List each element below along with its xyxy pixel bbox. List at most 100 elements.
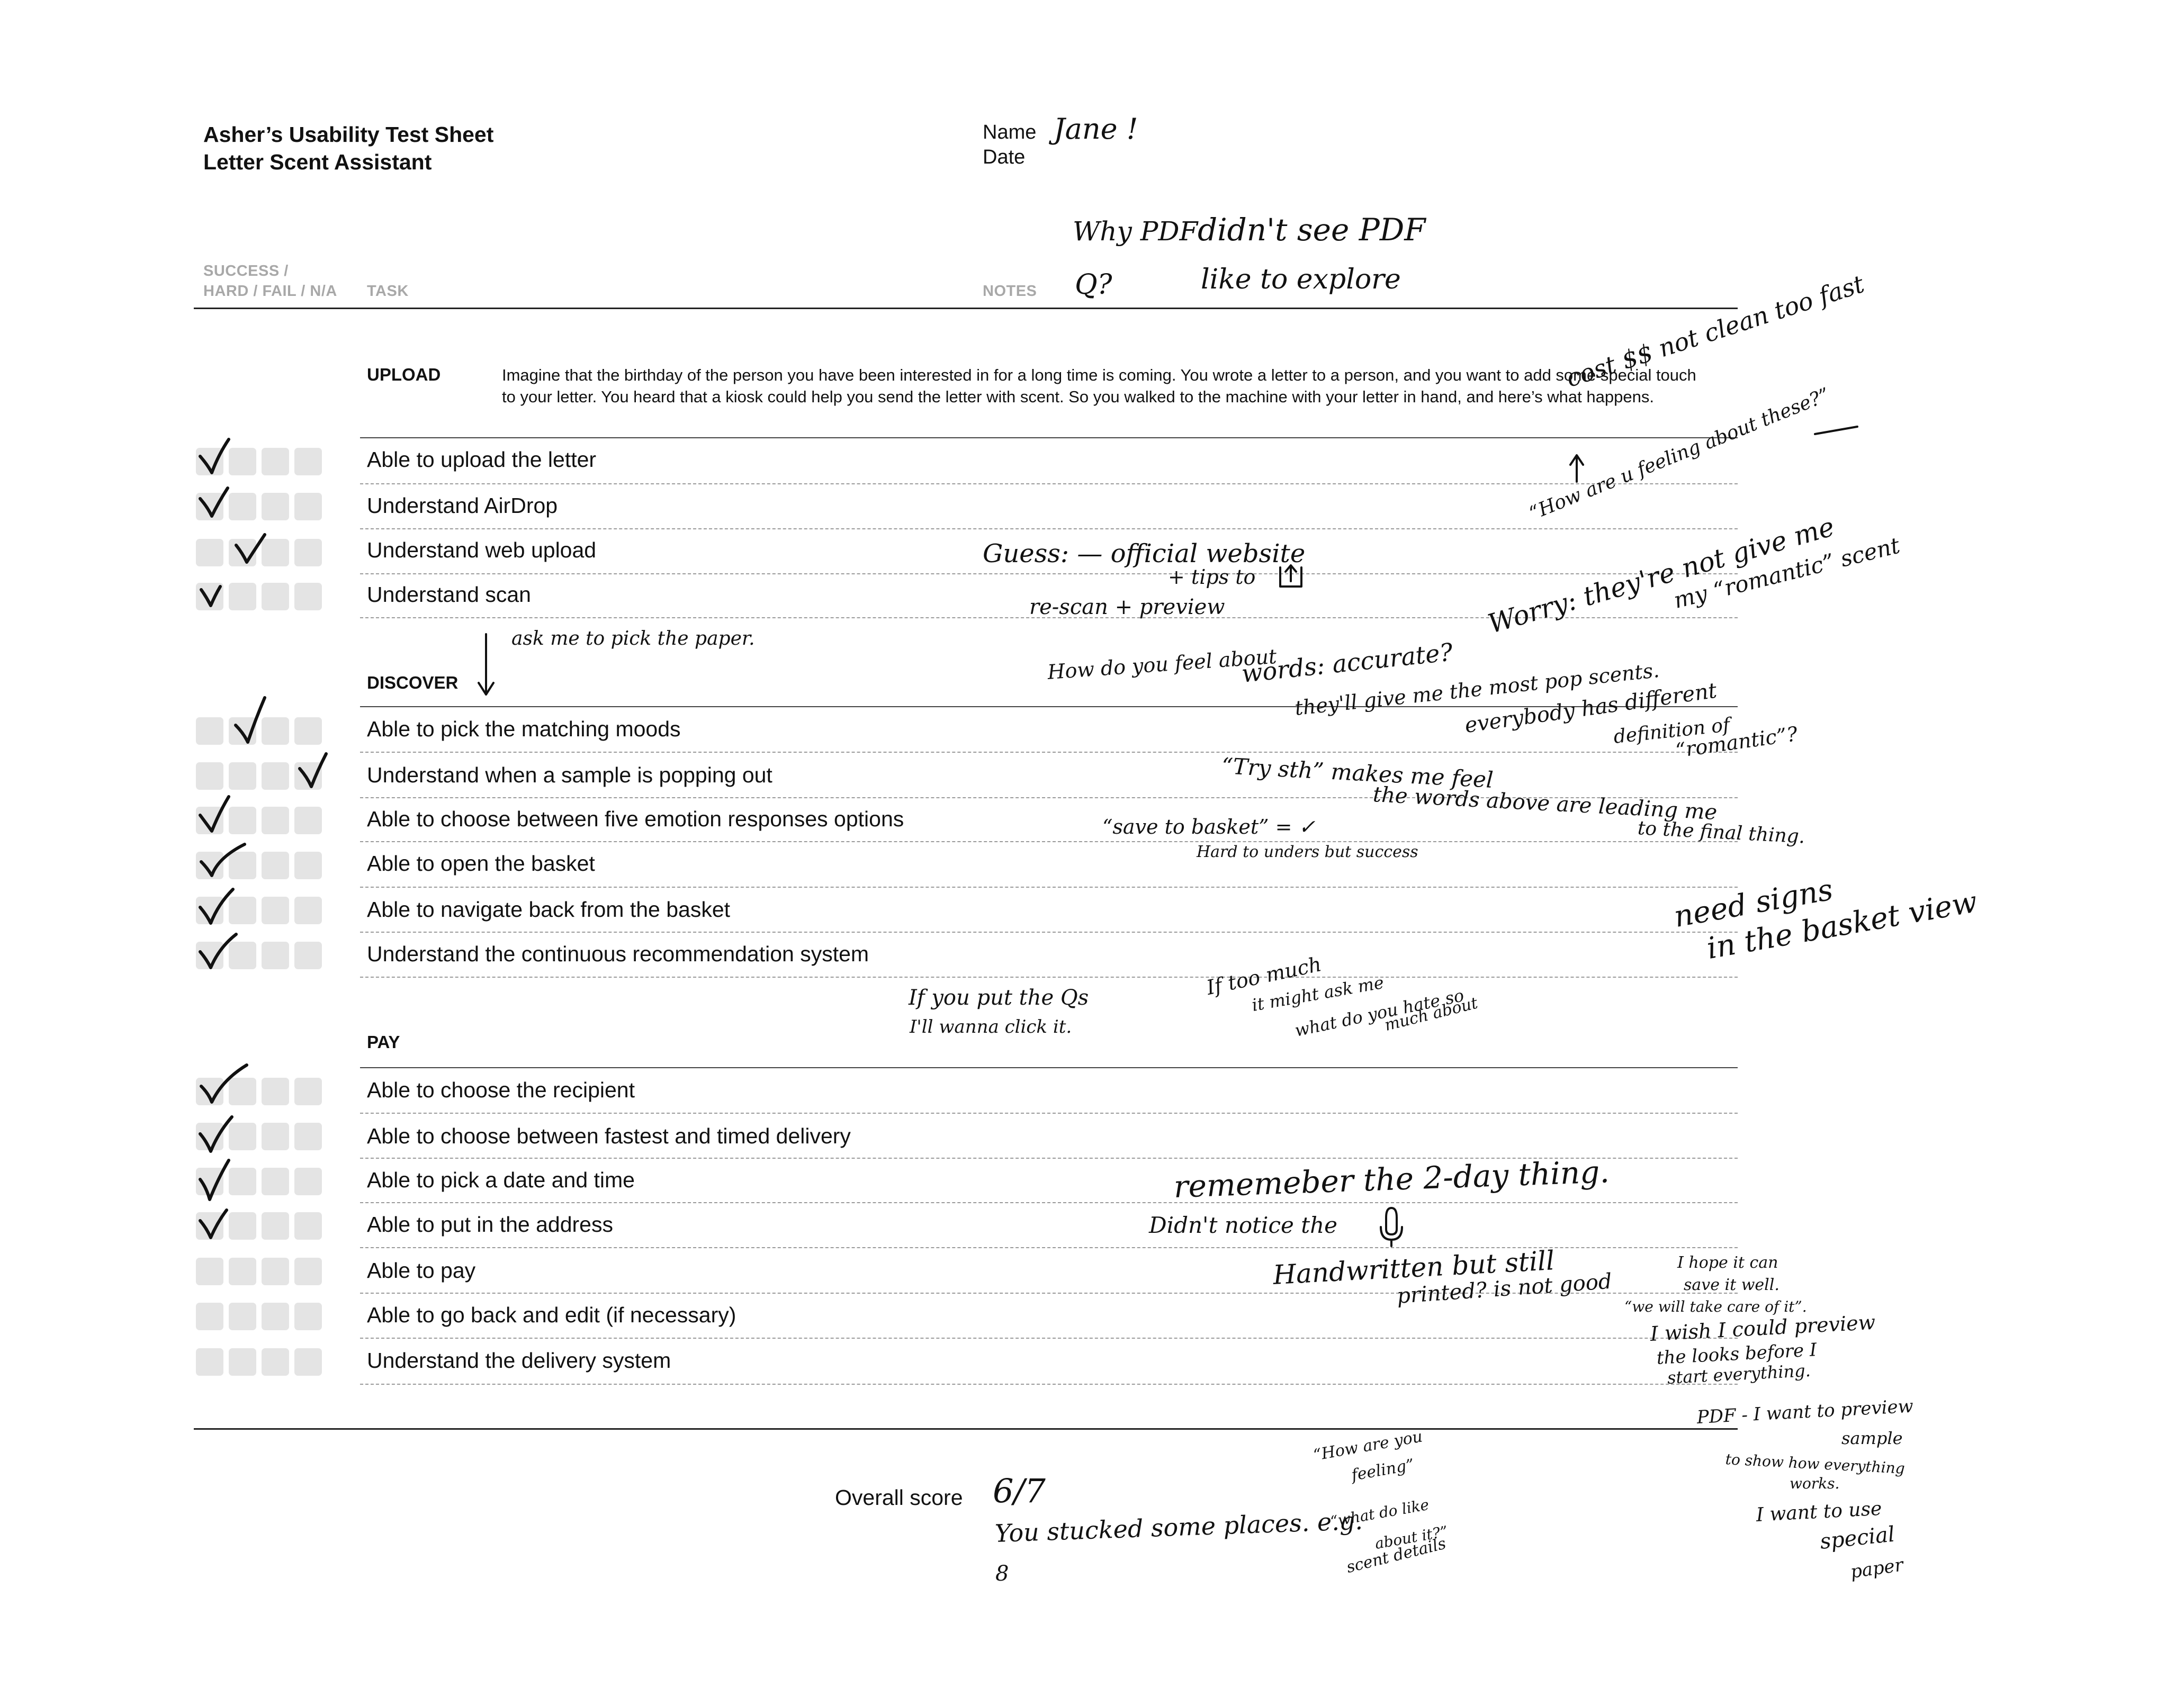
result-boxes	[196, 762, 322, 790]
result-boxes	[196, 1078, 322, 1105]
fail-checkbox[interactable]	[262, 1123, 289, 1150]
success-checkbox[interactable]	[196, 1258, 223, 1285]
check-mark	[199, 486, 229, 518]
check-mark	[199, 1208, 228, 1239]
na-checkbox[interactable]	[294, 583, 322, 610]
fail-checkbox[interactable]	[262, 897, 289, 924]
check-mark	[200, 1063, 248, 1104]
hard-checkbox[interactable]	[229, 762, 256, 790]
section-rule-pay	[360, 1067, 1738, 1068]
fail-checkbox[interactable]	[262, 539, 289, 566]
fail-checkbox[interactable]	[262, 1212, 289, 1240]
check-mark	[199, 933, 238, 969]
fail-checkbox[interactable]	[262, 493, 289, 520]
arrow-down-stroke	[478, 633, 495, 696]
notes-column-heading: NOTES	[983, 283, 1037, 300]
handwritten-note: If you put the Qs	[909, 986, 1089, 1010]
result-boxes	[196, 852, 322, 879]
hard-checkbox[interactable]	[229, 1212, 256, 1240]
scenario-text: Imagine that the birthday of the person …	[502, 366, 1696, 406]
hard-checkbox[interactable]	[229, 852, 256, 879]
check-mark	[199, 1115, 233, 1153]
result-boxes	[196, 1258, 322, 1285]
na-checkbox[interactable]	[294, 493, 322, 520]
handwritten-note: Didn't notice the	[1149, 1212, 1337, 1238]
result-boxes	[196, 942, 322, 969]
fail-checkbox[interactable]	[262, 583, 289, 610]
na-checkbox[interactable]	[294, 1123, 322, 1150]
handwritten-note: Q?	[1075, 269, 1112, 301]
hard-checkbox[interactable]	[229, 1303, 256, 1330]
check-mark	[298, 752, 328, 788]
handwritten-note: ask me to pick the paper.	[511, 628, 755, 649]
success-checkbox[interactable]	[196, 762, 223, 790]
na-checkbox[interactable]	[294, 448, 322, 475]
success-checkbox[interactable]	[196, 717, 223, 745]
fail-checkbox[interactable]	[262, 762, 289, 790]
success-checkbox[interactable]	[196, 539, 223, 566]
success-checkbox[interactable]	[196, 1348, 223, 1376]
na-checkbox[interactable]	[294, 1303, 322, 1330]
hard-checkbox[interactable]	[229, 1258, 256, 1285]
hard-checkbox[interactable]	[229, 583, 256, 610]
fail-checkbox[interactable]	[262, 1348, 289, 1376]
success-checkbox[interactable]	[196, 1303, 223, 1330]
na-checkbox[interactable]	[294, 1348, 322, 1376]
na-checkbox[interactable]	[294, 852, 322, 879]
check-mark	[199, 1159, 230, 1201]
overall-score-value: 6/7	[993, 1472, 1046, 1510]
hard-checkbox[interactable]	[229, 1078, 256, 1105]
fail-checkbox[interactable]	[262, 448, 289, 475]
upload-icon	[1279, 564, 1302, 588]
fail-checkbox[interactable]	[262, 1078, 289, 1105]
task-label: Understand scan	[367, 582, 531, 607]
handwritten-note: I'll wanna click it.	[910, 1016, 1072, 1038]
microphone-icon	[1380, 1207, 1403, 1247]
na-checkbox[interactable]	[294, 1078, 322, 1105]
fail-checkbox[interactable]	[262, 1303, 289, 1330]
task-label: Able to choose between fastest and timed…	[367, 1124, 851, 1148]
na-checkbox[interactable]	[294, 897, 322, 924]
hard-checkbox[interactable]	[229, 1168, 256, 1195]
fail-checkbox[interactable]	[262, 807, 289, 834]
na-checkbox[interactable]	[294, 1212, 322, 1240]
hard-checkbox[interactable]	[229, 1123, 256, 1150]
fail-checkbox[interactable]	[262, 942, 289, 969]
na-checkbox[interactable]	[294, 539, 322, 566]
hard-checkbox[interactable]	[229, 1348, 256, 1376]
underline-stroke	[1814, 426, 1858, 435]
na-checkbox[interactable]	[294, 717, 322, 745]
fail-checkbox[interactable]	[262, 1168, 289, 1195]
row-divider	[360, 1338, 1738, 1339]
hard-checkbox[interactable]	[229, 897, 256, 924]
check-mark	[235, 533, 266, 564]
hard-checkbox[interactable]	[229, 493, 256, 520]
na-checkbox[interactable]	[294, 1258, 322, 1285]
fail-checkbox[interactable]	[262, 717, 289, 745]
na-checkbox[interactable]	[294, 807, 322, 834]
task-label: Able to choose between five emotion resp…	[367, 807, 904, 831]
fail-checkbox[interactable]	[262, 852, 289, 879]
hard-checkbox[interactable]	[229, 807, 256, 834]
row-divider	[360, 977, 1738, 978]
handwritten-note: “save to basket” = ✓	[1102, 815, 1316, 838]
status-column-heading: SUCCESS / HARD / FAIL / N/A	[203, 261, 337, 301]
task-label: Able to open the basket	[367, 851, 595, 876]
row-divider	[360, 1293, 1738, 1294]
hard-checkbox[interactable]	[229, 448, 256, 475]
row-divider	[360, 1113, 1738, 1114]
hard-checkbox[interactable]	[229, 942, 256, 969]
row-divider	[360, 617, 1738, 618]
result-boxes	[196, 1303, 322, 1330]
na-checkbox[interactable]	[294, 942, 322, 969]
title-line-2: Letter Scent Assistant	[203, 150, 432, 174]
handwritten-note: Why PDF	[1073, 216, 1198, 247]
name-value: Jane !	[1054, 112, 1138, 146]
na-checkbox[interactable]	[294, 1168, 322, 1195]
check-mark	[199, 795, 230, 833]
result-boxes	[196, 717, 322, 745]
check-mark	[200, 585, 222, 607]
row-divider	[360, 483, 1738, 484]
fail-checkbox[interactable]	[262, 1258, 289, 1285]
